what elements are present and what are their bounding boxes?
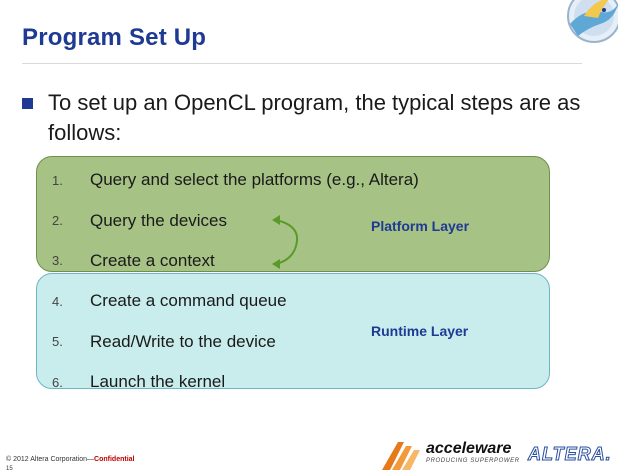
list-item: 2. Query the devices	[52, 200, 532, 240]
step-text: Launch the kernel	[90, 372, 226, 392]
step-number: 2.	[52, 213, 63, 229]
copyright-text: © 2012 Altera Corporation—	[6, 456, 95, 463]
acceleware-name: acceleware	[426, 440, 512, 457]
bird-logo-icon	[567, 0, 618, 43]
acceleware-chevron-icon	[382, 442, 420, 470]
bullet-square-icon	[22, 98, 33, 109]
bullet-item: To set up an OpenCL program, the typical…	[22, 88, 602, 148]
step-text: Create a context	[90, 250, 215, 270]
acceleware-logo: acceleware PRODUCING SUPERPOWER	[380, 436, 520, 472]
page-title: Program Set Up	[22, 24, 207, 51]
step-text: Create a command queue	[90, 291, 287, 311]
list-item: 5. Read/Write to the device	[52, 322, 532, 362]
runtime-layer-box	[36, 273, 550, 389]
confidential-label: Confidential	[94, 456, 135, 463]
title-divider	[22, 63, 582, 64]
step-number: 5.	[52, 334, 63, 350]
steps-list: 1. Query and select the platforms (e.g.,…	[52, 160, 532, 402]
footer-copyright: © 2012 Altera Corporation—Confidential	[6, 456, 135, 463]
step-text: Read/Write to the device	[90, 331, 276, 351]
step-number: 6.	[52, 374, 63, 390]
step-number: 1.	[52, 172, 63, 188]
list-item: 3. Create a context	[52, 241, 532, 281]
acceleware-tagline: PRODUCING SUPERPOWER	[426, 458, 520, 464]
step-number: 4.	[52, 293, 63, 309]
step-text: Query and select the platforms (e.g., Al…	[90, 170, 419, 190]
platform-layer-label: Platform Layer	[371, 218, 470, 234]
page-number: 15	[6, 466, 13, 472]
list-item: 1. Query and select the platforms (e.g.,…	[52, 160, 532, 200]
list-item: 6. Launch the kernel	[52, 362, 532, 402]
bullet-text: To set up an OpenCL program, the typical…	[48, 90, 581, 145]
runtime-layer-label: Runtime Layer	[371, 323, 469, 339]
step-text: Query the devices	[90, 210, 228, 230]
list-item: 4. Create a command queue	[52, 281, 532, 321]
curved-double-arrow-icon	[272, 215, 298, 269]
step-number: 3.	[52, 253, 63, 269]
altera-logo: ALTERA.	[528, 444, 612, 465]
